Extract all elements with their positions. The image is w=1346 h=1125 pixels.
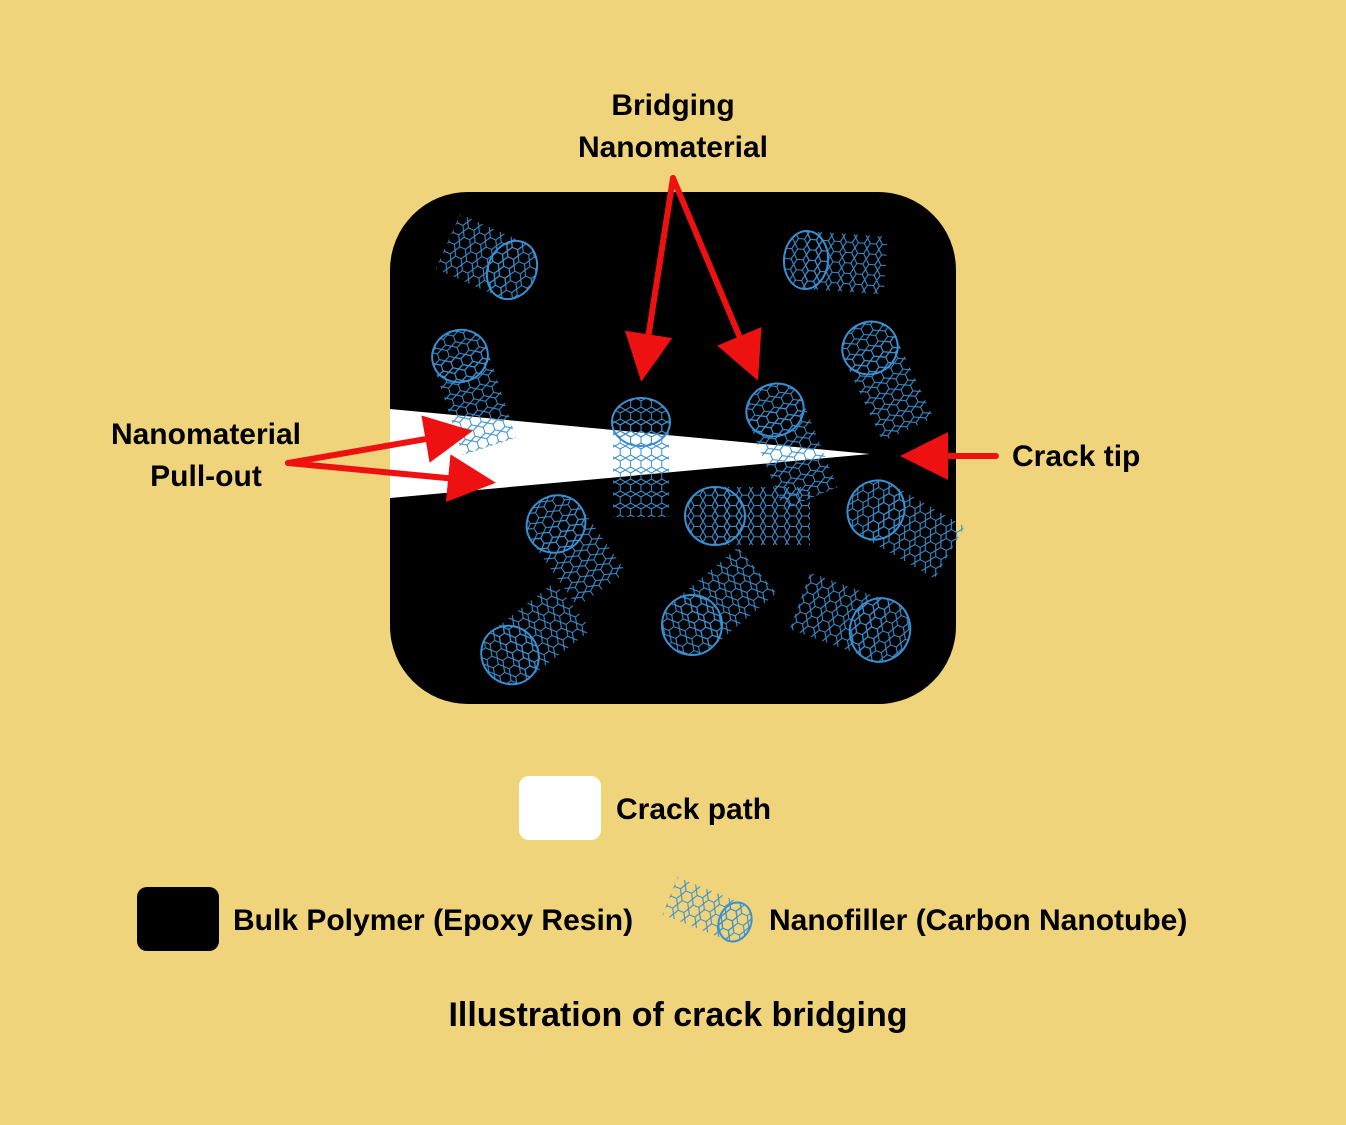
legend-nanofiller-label: Nanofiller (Carbon Nanotube) bbox=[769, 904, 1187, 937]
label-pullout-line1: Nanomaterial bbox=[111, 418, 301, 451]
arrow-pullout-lower bbox=[285, 454, 496, 503]
nanotube-7 bbox=[661, 547, 777, 656]
legend-crack-path-label: Crack path bbox=[616, 793, 771, 826]
label-pullout-line2: Pull-out bbox=[150, 460, 262, 493]
nanotube-6 bbox=[480, 582, 592, 686]
carbon-nanotube-icon bbox=[662, 877, 753, 943]
nanotube-8 bbox=[789, 572, 912, 663]
nanotube-1 bbox=[435, 214, 539, 301]
legend-bulk-polymer-label: Bulk Polymer (Epoxy Resin) bbox=[233, 904, 633, 937]
legend-crack-path-swatch bbox=[519, 776, 601, 840]
label-crack-tip: Crack tip bbox=[1012, 440, 1140, 473]
label-bridging-line2: Nanomaterial bbox=[578, 131, 768, 164]
nanotube-pullout-lower bbox=[525, 494, 627, 607]
nanotube-3 bbox=[841, 320, 934, 442]
legend-bulk-polymer-swatch bbox=[137, 887, 219, 951]
nanotube-bridging-center bbox=[611, 397, 671, 517]
arrow-bridging-right bbox=[670, 175, 762, 381]
nanotube-2 bbox=[782, 230, 888, 295]
nanotube-5 bbox=[846, 479, 965, 579]
nanotube-bridging-right bbox=[745, 382, 838, 509]
figure-caption: Illustration of crack bridging bbox=[448, 996, 907, 1034]
nanotube-4 bbox=[684, 486, 810, 546]
arrow-pullout-upper bbox=[285, 415, 473, 466]
label-bridging-line1: Bridging bbox=[611, 89, 734, 122]
arrow-bridging-left bbox=[624, 175, 676, 382]
